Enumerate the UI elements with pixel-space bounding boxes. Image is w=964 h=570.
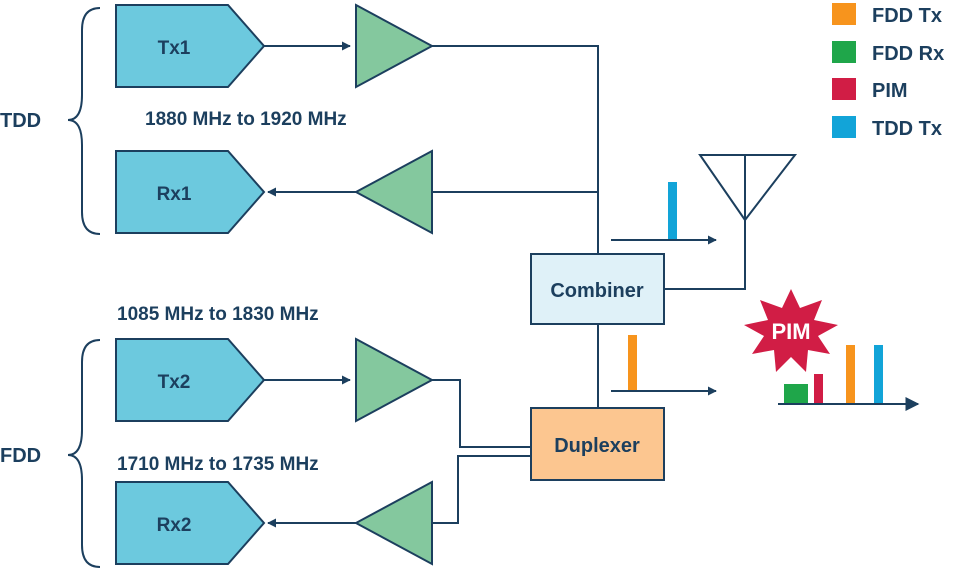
output-fdd-rx-bar bbox=[784, 384, 808, 404]
rx2-label: Rx2 bbox=[157, 515, 192, 536]
legend-swatch-fdd-tx bbox=[832, 3, 856, 25]
pim-burst-label: PIM bbox=[771, 319, 810, 344]
tx2-label: Tx2 bbox=[158, 372, 191, 393]
output-fdd-tx-bar bbox=[846, 345, 855, 404]
fdd-tx-band-label: 1085 MHz to 1830 MHz bbox=[117, 304, 319, 325]
tx1-amp-to-combiner-wire bbox=[432, 45, 599, 254]
tx1-label: Tx1 bbox=[158, 38, 191, 59]
pim-burst-icon bbox=[744, 289, 838, 372]
tdd-band-label: 1880 MHz to 1920 MHz bbox=[145, 109, 347, 130]
legend-label-tdd-tx: TDD Tx bbox=[872, 118, 942, 140]
rx2-amp-icon bbox=[353, 480, 433, 566]
rx1-block bbox=[115, 150, 266, 234]
legend-swatch-fdd-rx bbox=[832, 41, 856, 63]
legend-swatch-pim bbox=[832, 78, 856, 100]
tx2-amp-to-duplexer-wire bbox=[432, 379, 531, 448]
output-tdd-tx-bar bbox=[874, 345, 883, 404]
rx1-amp-icon bbox=[353, 149, 433, 235]
tdd-brace bbox=[67, 7, 101, 235]
legend-swatch-tdd-tx bbox=[832, 116, 856, 138]
duplexer-to-rx2-amp-wire bbox=[432, 455, 531, 524]
legend: FDD Tx FDD Rx PIM TDD Tx bbox=[832, 3, 944, 140]
fdd-tx-spectrum-bar bbox=[628, 335, 637, 391]
tdd-tx-spectrum-bar bbox=[668, 182, 677, 240]
duplexer-label: Duplexer bbox=[554, 435, 640, 457]
legend-label-pim: PIM bbox=[872, 80, 908, 102]
rx2-block bbox=[115, 481, 266, 565]
output-pim-bar bbox=[814, 374, 823, 404]
fdd-label: FDD bbox=[0, 445, 41, 467]
tx1-amp-icon bbox=[355, 3, 435, 89]
tx1-block bbox=[115, 4, 266, 88]
combiner-label: Combiner bbox=[550, 280, 644, 302]
legend-label-fdd-rx: FDD Rx bbox=[872, 43, 944, 65]
antenna-icon bbox=[698, 154, 798, 222]
fdd-brace bbox=[67, 339, 101, 568]
legend-label-fdd-tx: FDD Tx bbox=[872, 5, 942, 27]
tdd-label: TDD bbox=[0, 110, 41, 132]
tx2-amp-icon bbox=[355, 337, 435, 423]
duplexer-block bbox=[530, 407, 665, 481]
combiner-to-antenna-wire bbox=[664, 220, 746, 290]
rx1-label: Rx1 bbox=[157, 184, 192, 205]
fdd-rx-band-label: 1710 MHz to 1735 MHz bbox=[117, 454, 319, 475]
tx2-block bbox=[115, 338, 266, 422]
